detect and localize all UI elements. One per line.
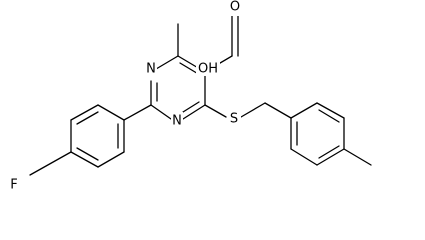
bond-ph-4-double <box>76 147 99 161</box>
fluorophenyl-ring <box>29 104 152 176</box>
bond-ph-4 <box>70 151 99 168</box>
bond-c4-n3 <box>182 104 206 120</box>
bond-ch2-ring <box>264 102 292 119</box>
atom-fluorine: F <box>10 178 17 193</box>
bond-c4-n3-double <box>182 101 200 113</box>
atom-hydroxyl: OH <box>198 62 218 77</box>
methyl-bond-benzyl <box>343 148 372 166</box>
bond-ph-f <box>29 151 72 176</box>
molecule-svg: N N S O OH F <box>8 0 372 193</box>
chemical-structure-drawing: N N S O OH F <box>8 0 372 193</box>
bond-c2-phenyl <box>123 104 152 121</box>
bond-bz-2 <box>316 102 345 119</box>
bond-bz-4-double <box>318 145 340 159</box>
thioether-linker <box>204 102 292 119</box>
bond-ph-1 <box>97 104 125 121</box>
bond-c4-s <box>204 104 227 118</box>
bond-n3-c2 <box>150 104 172 120</box>
bond-ph-5 <box>97 151 125 168</box>
atom-oxygen-carbonyl: O <box>230 0 240 15</box>
pyrimidine-ring <box>150 55 206 120</box>
bond-ph-2-double <box>76 111 99 125</box>
bond-bz-4 <box>316 148 345 166</box>
bond-ph-2 <box>70 104 99 121</box>
bond-bz-1 <box>290 102 318 119</box>
methylbenzyl-ring <box>290 102 372 166</box>
bond-c-oh <box>219 55 233 64</box>
atom-sulfur: S <box>230 112 238 127</box>
bond-bz-2-double <box>318 109 340 123</box>
bond-bz-5 <box>290 148 318 166</box>
atom-nitrogen-bottom: N <box>172 114 182 129</box>
atom-nitrogen-top: N <box>146 62 156 77</box>
atom-labels: N N S O OH F <box>8 0 242 193</box>
bond-s-ch2 <box>240 102 266 118</box>
